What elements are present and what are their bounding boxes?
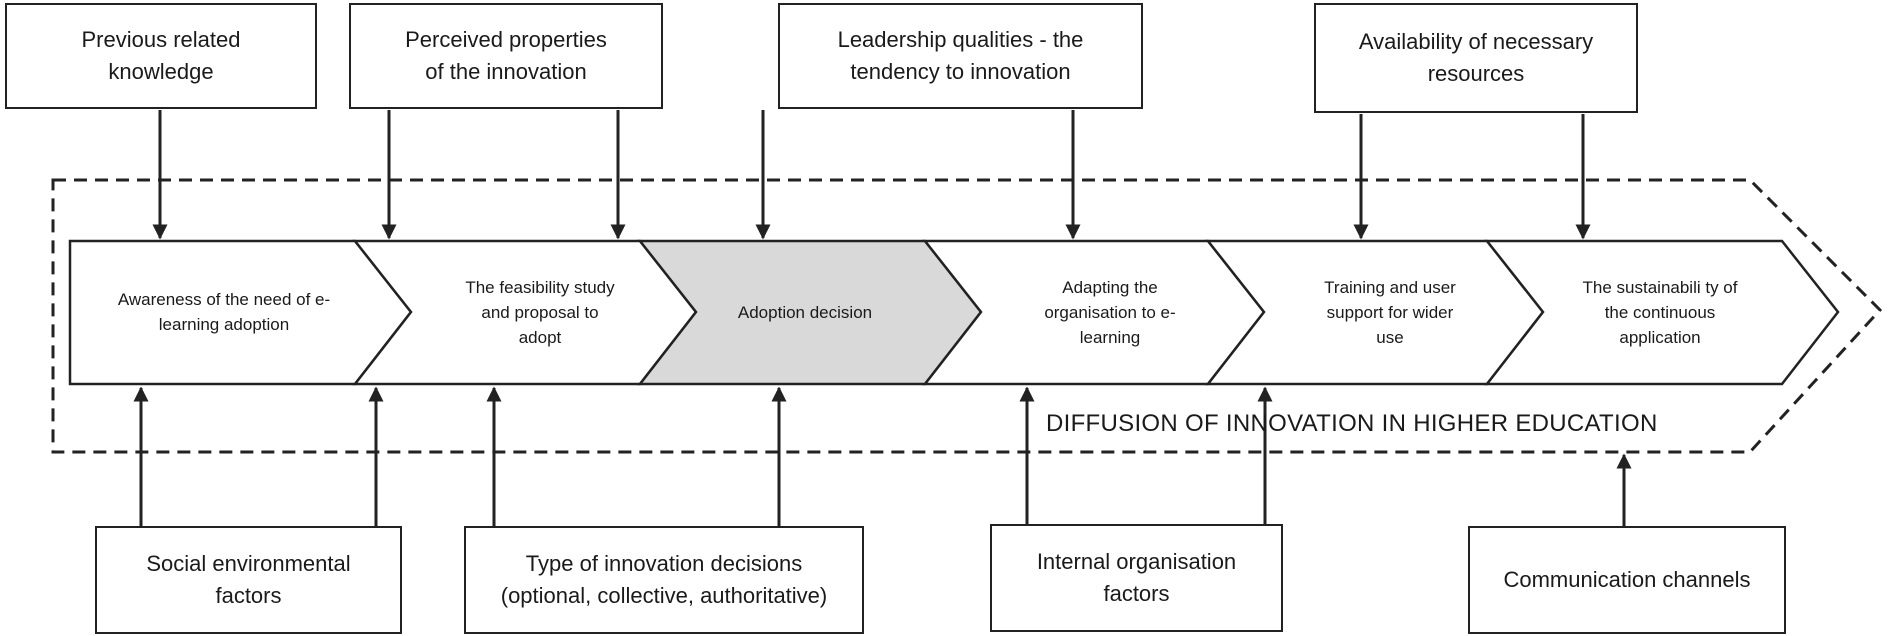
stage-feasibility: The feasibility study and proposal to ad… <box>465 277 615 347</box>
chevron-sustainability <box>1484 239 1840 386</box>
factor-internal-organisation: Internal organisation factors <box>990 524 1283 632</box>
diffusion-process-outline <box>51 178 1883 454</box>
factor-leadership-qualities: Leadership qualities - the tendency to i… <box>778 3 1143 109</box>
factor-communication-channels: Communication channels <box>1468 526 1786 634</box>
stage-awareness: Awareness of the need of e- learning ado… <box>117 290 331 334</box>
stage-adoption-decision: Adoption decision <box>737 302 873 322</box>
stage-training-support: Training and user support for wider use <box>1324 277 1456 347</box>
factor-available-resources: Availability of necessary resources <box>1314 3 1638 113</box>
stage-adapting-organisation: Adapting the organisation to e- learning <box>1044 277 1176 347</box>
diffusion-banner: DIFFUSION OF INNOVATION IN HIGHER EDUCAT… <box>1046 410 1658 437</box>
stage-sustainability: The sustainabili ty of the continuous ap… <box>1582 277 1738 347</box>
factor-perceived-properties: Perceived properties of the innovation <box>349 3 663 109</box>
factor-previous-knowledge: Previous related knowledge <box>5 3 317 109</box>
factor-innovation-decision-type: Type of innovation decisions (optional, … <box>464 526 864 634</box>
factor-social-environmental: Social environmental factors <box>95 526 402 634</box>
